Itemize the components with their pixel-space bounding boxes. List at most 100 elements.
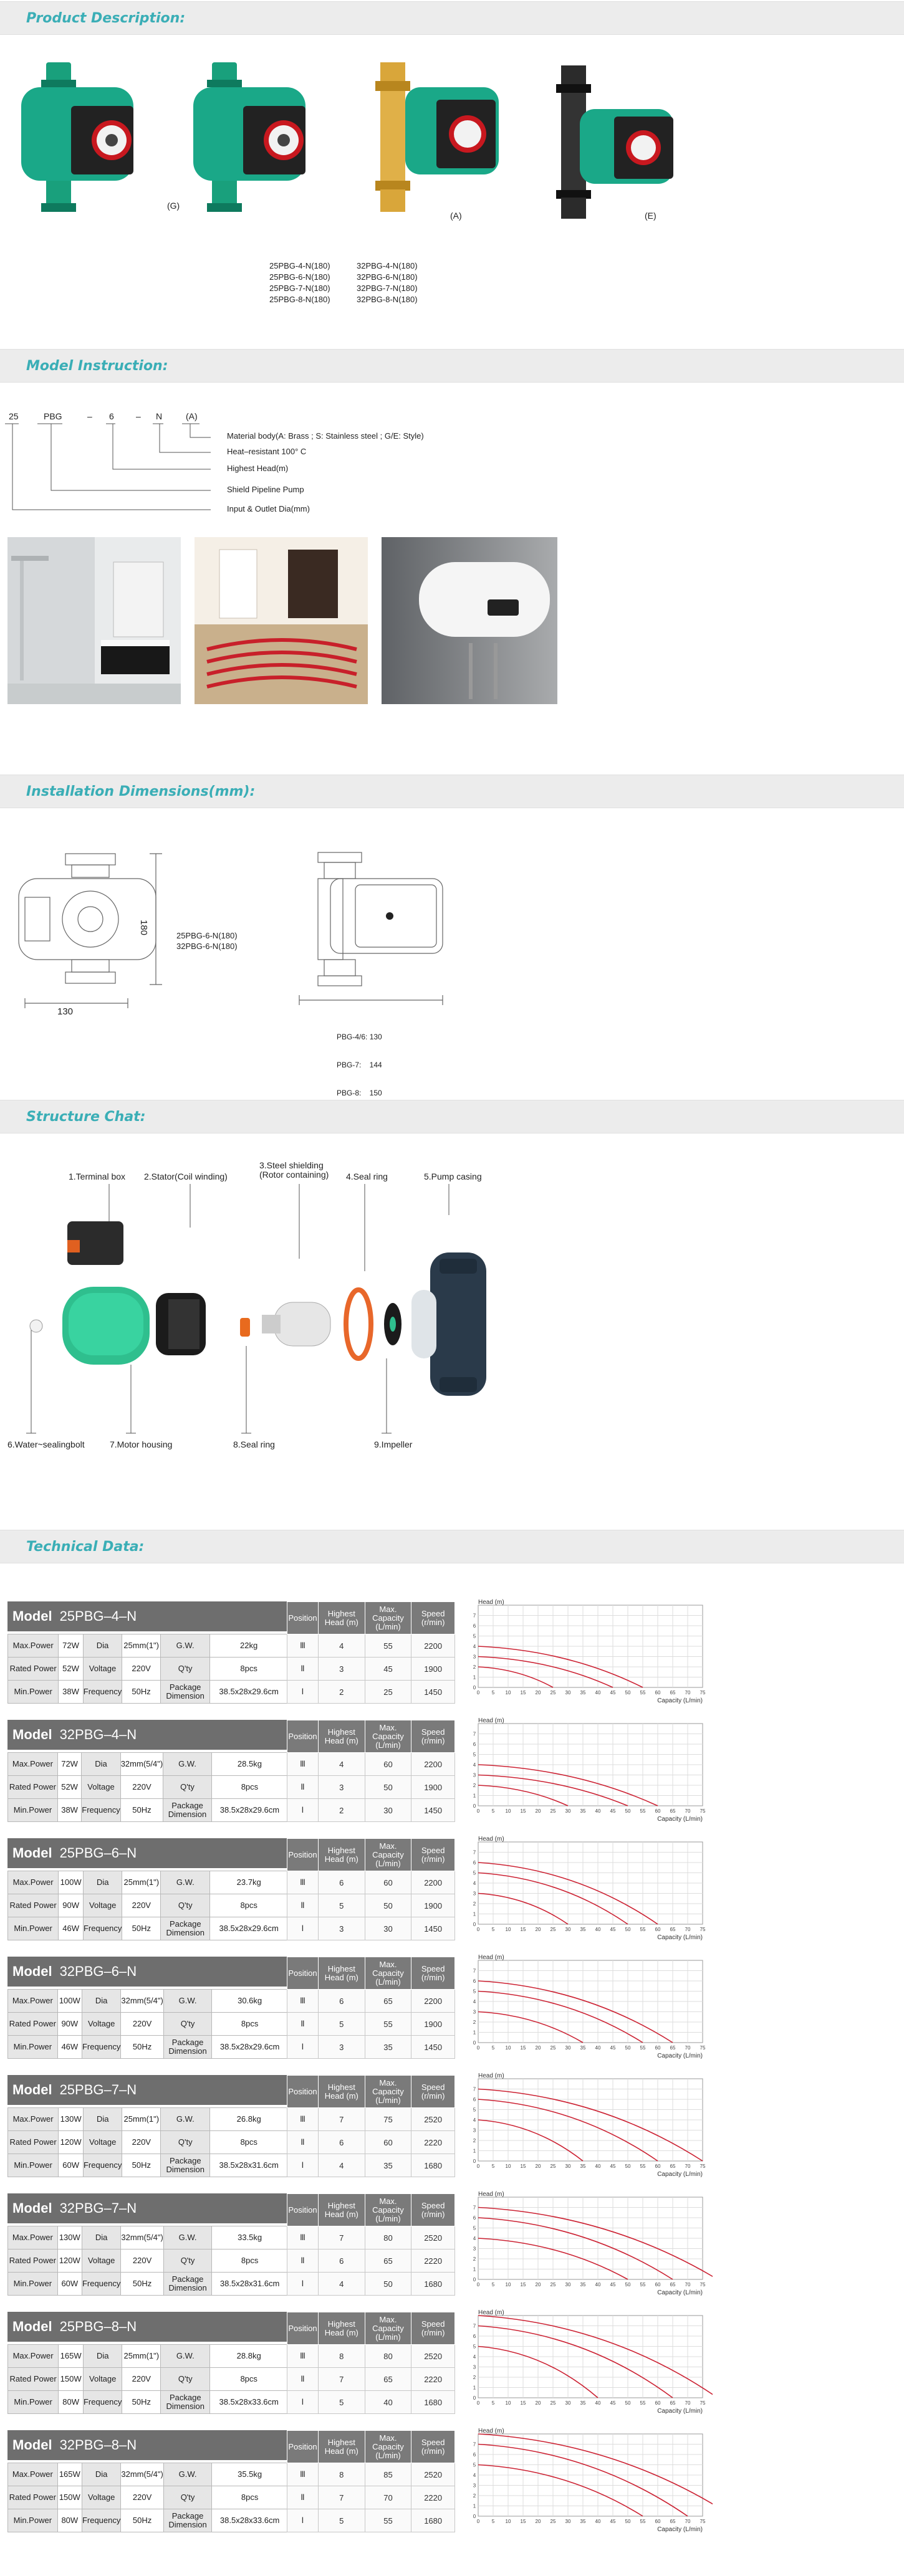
spec-cell: Q'ty (163, 2249, 213, 2273)
y-tick-label: 2 (473, 2256, 476, 2262)
y-tick-label: 3 (473, 2246, 476, 2252)
spec-cell: Frequency (82, 1680, 123, 1704)
y-tick-label: 6 (473, 1742, 476, 1747)
spec-cell: Min.Power (7, 2035, 58, 2059)
spec-cell: 120W (57, 2249, 82, 2273)
spec-cell: Package Dimension (163, 2272, 213, 2296)
y-tick-label: 4 (473, 2236, 476, 2241)
x-tick-label: 10 (506, 1690, 511, 1696)
x-tick-label: 40 (595, 2282, 601, 2287)
x-tick-label: 75 (700, 2045, 706, 2051)
spec-cell: Max.Power (7, 1752, 58, 1776)
spec-cell: 90W (58, 1894, 84, 1917)
x-tick-label: 10 (506, 2282, 511, 2287)
capacity-cell: 50 (364, 1775, 412, 1799)
position-cell: Ⅰ (287, 1917, 319, 1940)
spec-cell: Package Dimension (163, 2509, 213, 2532)
x-tick-label: 55 (640, 1927, 646, 1932)
y-tick-label: 6 (473, 2452, 476, 2458)
spec-cell: Min.Power (7, 2272, 58, 2296)
y-tick-label: 7 (473, 2087, 476, 2092)
capacity-header: Max. Capacity (L/min) (364, 2430, 412, 2463)
x-tick-label: 60 (655, 1927, 661, 1932)
x-tick-label: 40 (595, 2045, 601, 2051)
model-name: 25PBG–4–N (59, 1608, 137, 1624)
position-cell: Ⅱ (287, 2486, 319, 2509)
model-word: Model (12, 2200, 52, 2216)
y-tick-label: 7 (473, 2205, 476, 2211)
speed-cell: 1450 (411, 1798, 455, 1822)
head-cell: 8 (317, 2344, 365, 2368)
x-tick-label: 50 (625, 2045, 631, 2051)
spec-cell: Max.Power (7, 2107, 59, 2131)
spec-cell: Voltage (82, 2130, 123, 2154)
x-tick-label: 65 (670, 2282, 676, 2287)
x-tick-label: 10 (506, 2045, 511, 2051)
position-table: Position Highest Head (m) Max. Capacity … (287, 1601, 455, 1704)
part-label: 4.Seal ring (346, 1171, 388, 1181)
x-tick-label: 10 (506, 1808, 511, 1814)
speed-cell: 2520 (411, 2344, 455, 2368)
x-tick-label: 0 (477, 2045, 480, 2051)
model-item: 25PBG-6-N(180) (269, 272, 330, 282)
capacity-header: Max. Capacity (L/min) (364, 2312, 412, 2345)
head-cell: 7 (317, 2107, 365, 2131)
performance-curve-line (478, 2088, 703, 2162)
x-tick-label: 75 (700, 2519, 706, 2524)
spec-cell: 165W (57, 2463, 82, 2486)
spec-cell: Frequency (82, 1917, 123, 1940)
spec-cell: 72W (57, 1752, 82, 1776)
code-part: (A) (186, 411, 198, 421)
y-tick-label: 2 (473, 1783, 476, 1788)
code-desc: Shield Pipeline Pump (227, 485, 304, 494)
position-cell: Ⅱ (287, 2130, 319, 2154)
section-title: Technical Data: (26, 1539, 145, 1555)
section-title: Structure Chat: (26, 1109, 146, 1125)
speed-header: Speed (r/min) (411, 2075, 455, 2108)
spec-cell: Min.Power (7, 2509, 58, 2532)
y-tick-label: 4 (473, 1999, 476, 2005)
x-tick-label: 10 (506, 2519, 511, 2524)
performance-curve-line (478, 1892, 569, 1925)
spec-cell: Frequency (81, 1798, 121, 1822)
position-table: Position Highest Head (m) Max. Capacity … (287, 2430, 455, 2533)
speed-cell: 2220 (411, 2367, 455, 2391)
pump-image-1 (21, 62, 133, 212)
capacity-cell: 65 (364, 2367, 412, 2391)
x-tick-label: 25 (551, 2400, 556, 2406)
performance-curve-line (478, 2011, 584, 2043)
x-tick-label: 70 (685, 1927, 691, 1932)
x-tick-label: 0 (477, 2400, 480, 2406)
spec-cell: 38.5x28x31.6cm (211, 2272, 288, 2296)
dimension-drawing-front (18, 853, 162, 1008)
head-cell: 6 (317, 2249, 365, 2273)
pump-image-3 (375, 62, 499, 212)
spec-cell: Rated Power (7, 2130, 59, 2154)
spec-cell: Frequency (82, 2390, 123, 2414)
x-tick-label: 15 (521, 2163, 526, 2169)
head-cell: 3 (317, 2035, 365, 2059)
model-word: Model (12, 1608, 52, 1624)
code-desc: Highest Head(m) (227, 464, 289, 473)
y-tick-label: 7 (473, 1613, 476, 1619)
performance-curve-line (478, 2433, 713, 2505)
position-header: Position (287, 2075, 319, 2108)
spec-cell: Dia (81, 1752, 121, 1776)
capacity-cell: 60 (364, 2130, 412, 2154)
x-tick-label: 45 (610, 2045, 616, 2051)
x-tick-label: 0 (477, 2163, 480, 2169)
y-tick-label: 1 (473, 2149, 476, 2154)
structure-exploded-view: 1.Terminal box 2.Stator(Coil winding) 3.… (0, 1153, 511, 1464)
model-item: 25PBG-6-N(180) (176, 931, 238, 940)
x-tick-label: 30 (565, 2045, 571, 2051)
x-tick-label: 65 (670, 2045, 676, 2051)
position-cell: Ⅰ (287, 2509, 319, 2532)
spec-cell: 25mm(1") (122, 2107, 161, 2131)
x-axis-label: Capacity (L/min) (657, 2289, 703, 2296)
